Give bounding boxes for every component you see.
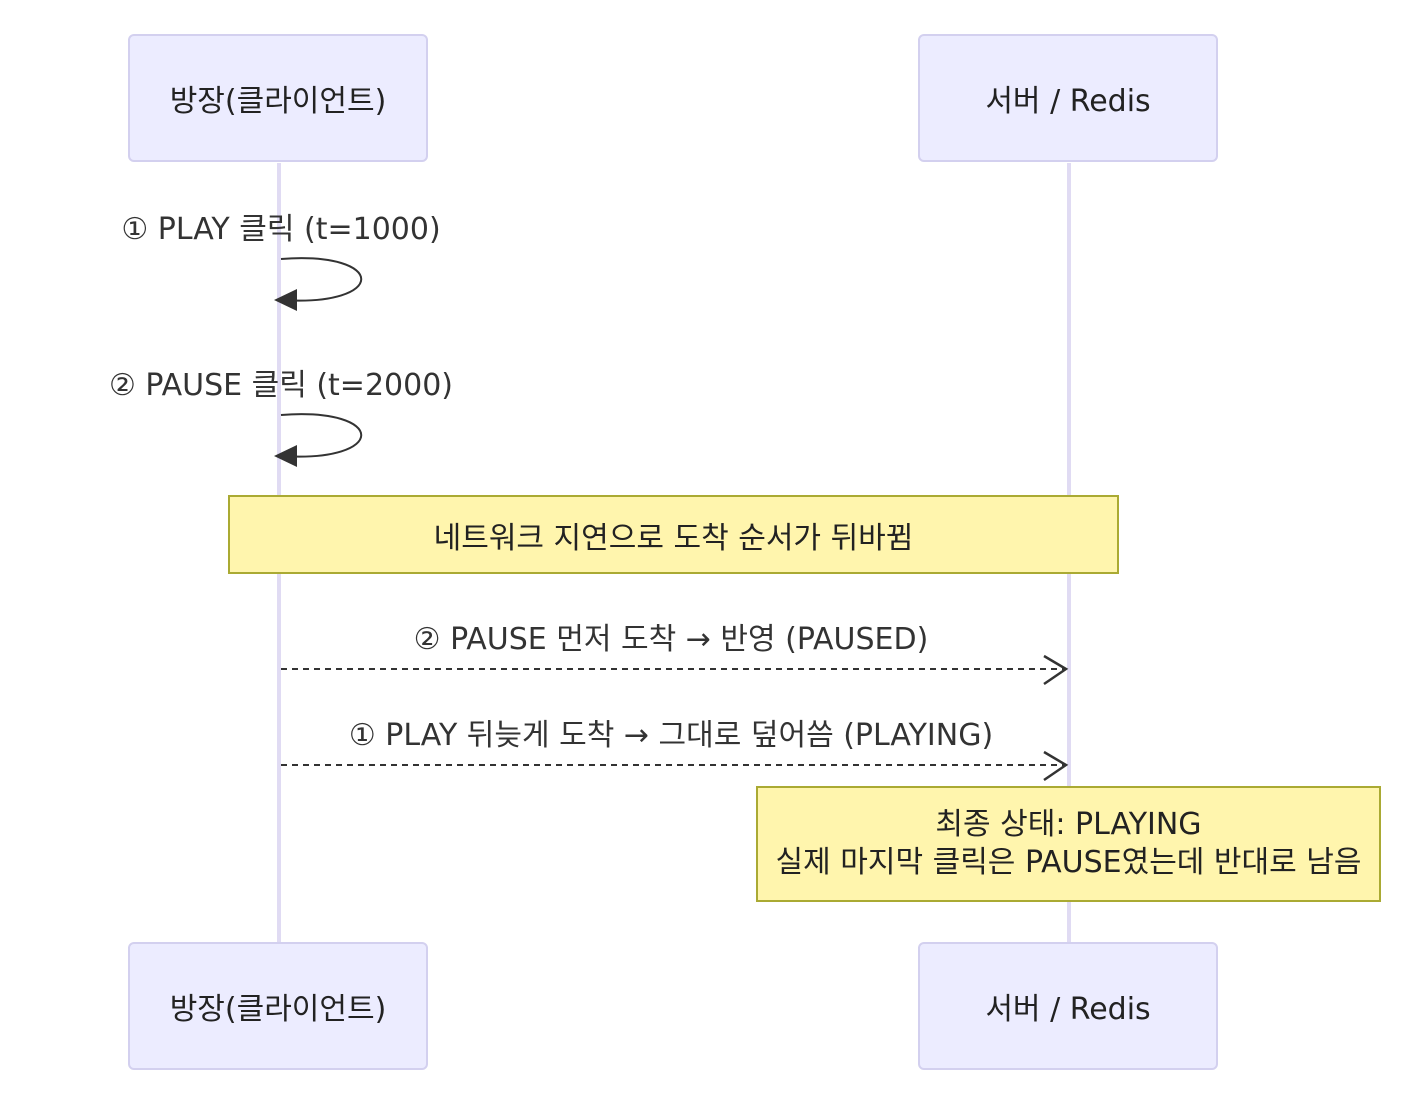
actor-client-top-label: 방장(클라이언트): [169, 84, 387, 119]
note-network-delay: 네트워크 지연으로 도착 순서가 뒤바뀜: [228, 495, 1119, 574]
message-arrowhead-1: [1043, 654, 1069, 686]
self-loop-arrow-2: [280, 413, 362, 458]
actor-client-bottom: 방장(클라이언트): [128, 942, 428, 1070]
message-label-2: ① PLAY 뒤늦게 도착 → 그대로 덮어씀 (PLAYING): [348, 718, 994, 753]
message-label-1: ② PAUSE 먼저 도착 → 반영 (PAUSED): [413, 622, 929, 657]
self-message-label-1: ① PLAY 클릭 (t=1000): [121, 212, 441, 247]
actor-server-bottom-label: 서버 / Redis: [985, 992, 1151, 1027]
note-network-delay-text: 네트워크 지연으로 도착 순서가 뒤바뀜: [433, 520, 914, 556]
actor-client-bottom-label: 방장(클라이언트): [169, 992, 387, 1027]
self-message-label-2: ② PAUSE 클릭 (t=2000): [108, 368, 454, 403]
actor-server-bottom: 서버 / Redis: [918, 942, 1218, 1070]
actor-server-top: 서버 / Redis: [918, 34, 1218, 162]
actor-server-top-label: 서버 / Redis: [985, 84, 1151, 119]
self-loop-arrow-1: [280, 257, 362, 302]
actor-client-top: 방장(클라이언트): [128, 34, 428, 162]
message-arrowhead-2: [1043, 750, 1069, 782]
note-final-state-line-2: 실제 마지막 클릭은 PAUSE였는데 반대로 남음: [775, 845, 1362, 880]
note-final-state: 최종 상태: PLAYING 실제 마지막 클릭은 PAUSE였는데 반대로 남…: [756, 786, 1381, 902]
note-final-state-line-1: 최종 상태: PLAYING: [935, 807, 1202, 842]
